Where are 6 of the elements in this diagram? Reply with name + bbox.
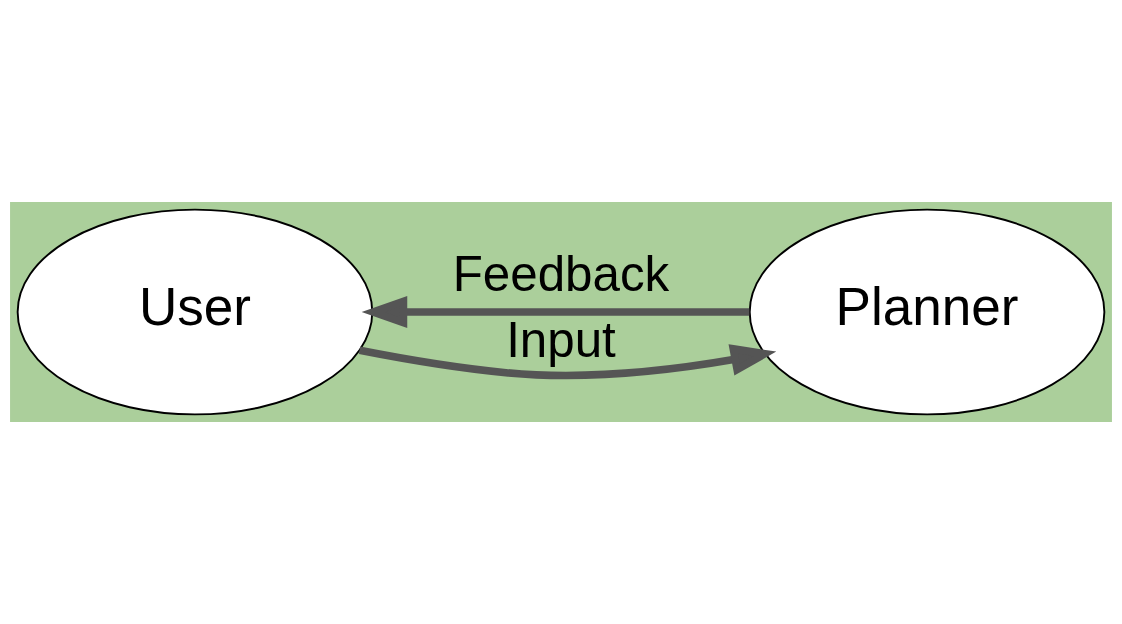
edge-label: Feedback [452, 245, 670, 301]
node-ellipse: Planner [748, 208, 1106, 416]
arrow [358, 344, 777, 380]
edge-label: Input [506, 312, 616, 368]
arrow [361, 296, 750, 328]
node-ellipse: User [16, 208, 374, 416]
